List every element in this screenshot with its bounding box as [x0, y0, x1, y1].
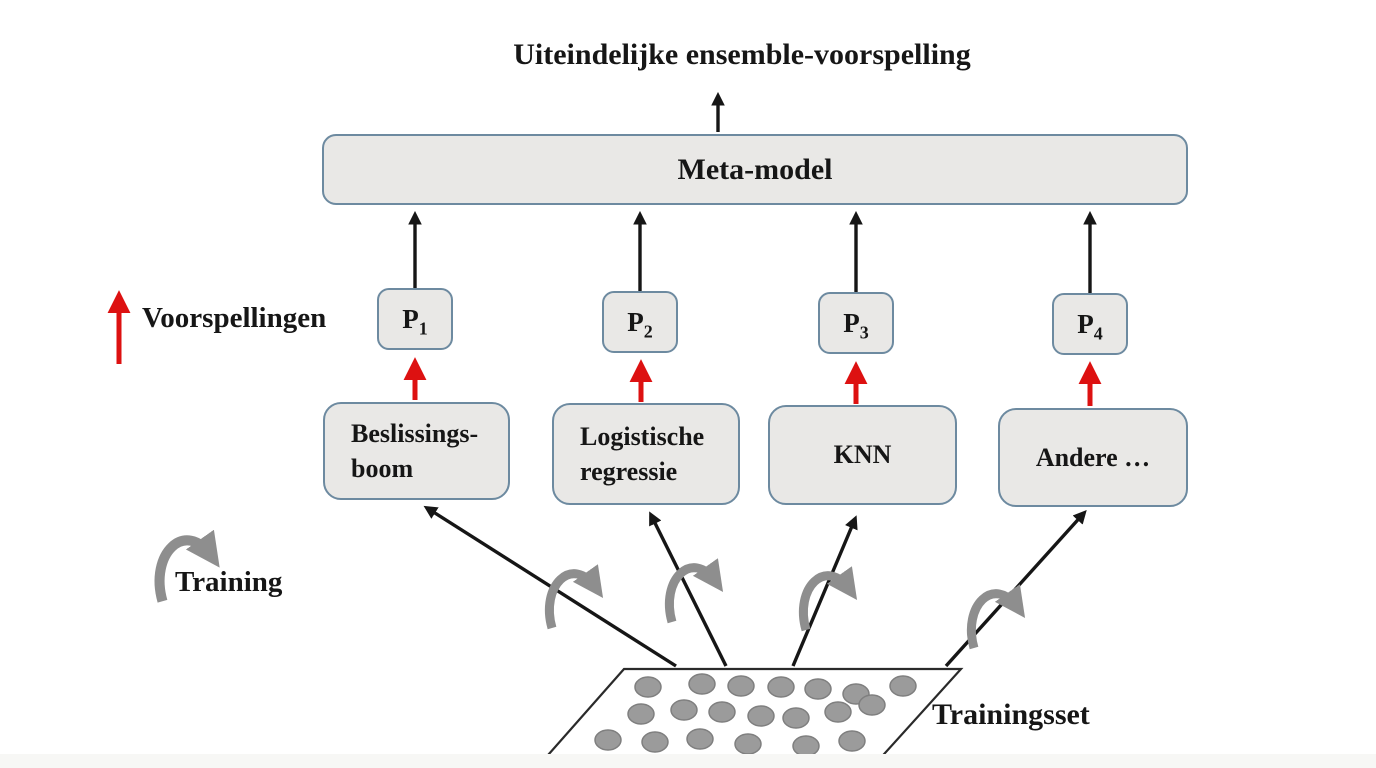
meta-model-box: Meta-model — [322, 134, 1188, 205]
trainingset-dot — [708, 701, 736, 723]
model-box-logistische-regressie: Logistische regressie — [552, 403, 740, 505]
model3-label-line1: KNN — [833, 440, 892, 469]
resample-curl-arrows — [160, 540, 1018, 648]
model-box-andere: Andere … — [998, 408, 1188, 507]
trainingset-parallelogram — [538, 667, 964, 765]
trainingset-dot — [767, 676, 795, 698]
prediction-box-p1: P1 — [377, 288, 453, 350]
trainingsset-label: Trainingsset — [932, 698, 1090, 731]
model1-label-line2: boom — [351, 454, 414, 483]
diagram-title: Uiteindelijke ensemble-voorspelling — [513, 38, 971, 71]
trainingset-dot — [782, 707, 810, 729]
arrow-trainingset-to-model4 — [944, 509, 1087, 668]
arrow-trainingset-to-model2 — [649, 511, 728, 667]
trainingset-dot — [824, 701, 852, 723]
model4-label-line1: Andere … — [1035, 442, 1151, 472]
trainingset-dot — [686, 728, 714, 750]
trainingset-dot — [889, 675, 917, 697]
model-box-beslissingsboom: Beslissings- boom — [323, 402, 510, 500]
curl-icon-4 — [971, 594, 1018, 648]
trainingset-dot — [627, 703, 655, 725]
trainingset-dot — [727, 675, 755, 697]
trainingset-dot — [804, 678, 832, 700]
trainingset-dots — [594, 673, 917, 757]
model1-label-line1: Beslissings- — [351, 419, 479, 448]
trainingset-dot — [634, 676, 662, 698]
trainingset-dot — [641, 731, 669, 753]
prediction-box-p4: P4 — [1052, 293, 1128, 355]
trainingset-dot — [747, 705, 775, 727]
p2-label: P2 — [627, 306, 653, 341]
p3-label: P3 — [843, 307, 869, 342]
trainingset-dot — [670, 699, 698, 721]
model-box-knn: KNN — [768, 405, 957, 505]
p4-label: P4 — [1077, 308, 1103, 343]
curl-icon-2 — [669, 568, 716, 622]
prediction-box-p2: P2 — [602, 291, 678, 353]
trainingset-dot — [838, 730, 866, 752]
red-arrows — [107, 290, 1102, 406]
prediction-box-p3: P3 — [818, 292, 894, 354]
meta-model-label: Meta-model — [677, 152, 833, 186]
arrow-trainingset-to-model3 — [791, 515, 858, 667]
trainingset-dot — [594, 729, 622, 751]
p1-label: P1 — [402, 303, 428, 338]
bottom-edge-band — [0, 754, 1376, 768]
trainingset-dot — [792, 735, 820, 757]
trainingset-dot — [858, 694, 886, 716]
model2-label-line1: Logistische — [580, 422, 705, 451]
trainingset-dot — [688, 673, 716, 695]
model2-label-line2: regressie — [580, 457, 678, 486]
training-label: Training — [175, 566, 283, 598]
voorspellingen-label: Voorspellingen — [142, 302, 327, 334]
trainingset-dot — [734, 733, 762, 755]
